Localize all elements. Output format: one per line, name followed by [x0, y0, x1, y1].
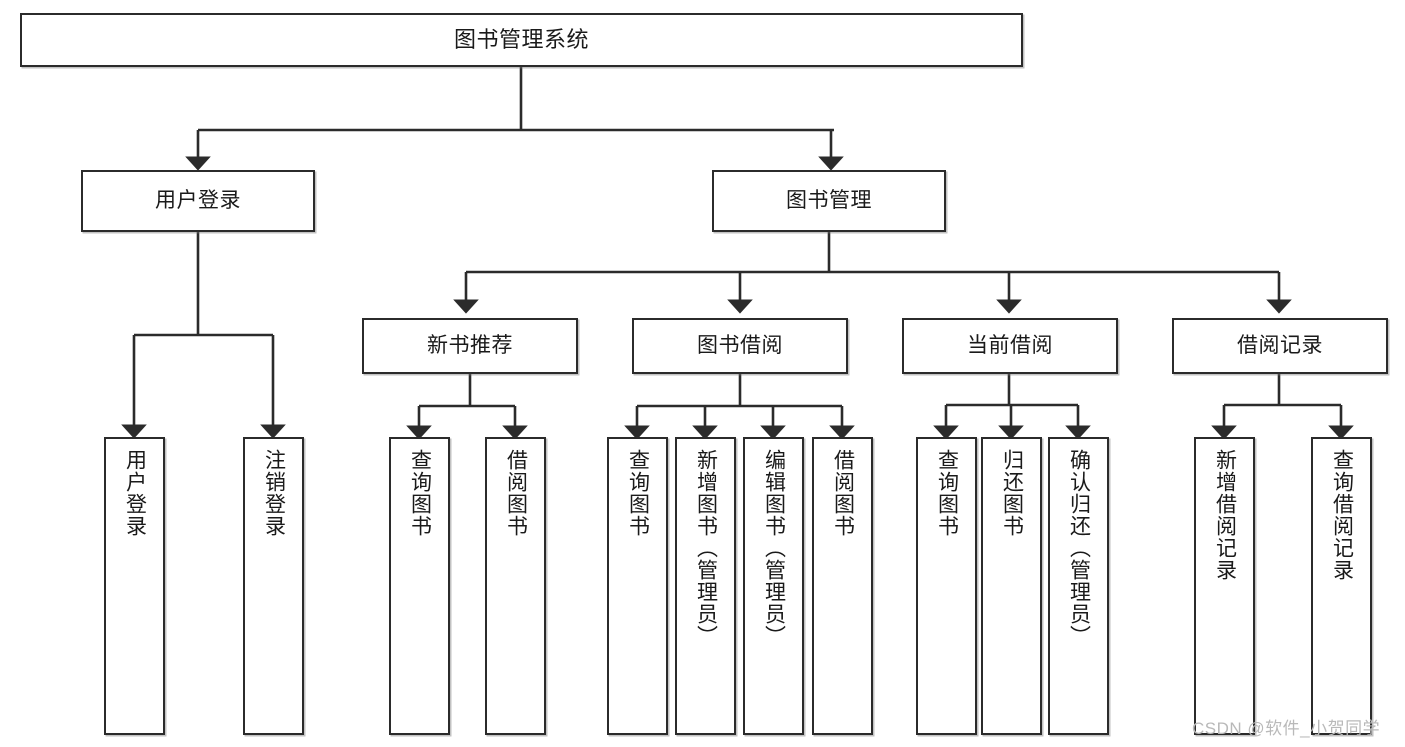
node-label: 新书推荐	[427, 333, 513, 357]
node-label: 图书借阅	[697, 333, 783, 357]
node-label: 查询图书	[408, 449, 432, 537]
leaf-current-query-book[interactable]: 查询图书	[916, 437, 977, 735]
node-book-borrow[interactable]: 图书借阅	[632, 318, 848, 374]
leaf-user-login-login[interactable]: 用户登录	[104, 437, 165, 735]
leaf-current-confirm-return-admin[interactable]: 确认归还（管理员）	[1048, 437, 1109, 735]
node-label: 新增借阅记录	[1213, 449, 1237, 581]
leaf-user-login-logout[interactable]: 注销登录	[243, 437, 304, 735]
node-label: 编辑图书（管理员）	[762, 449, 786, 647]
node-label: 确认归还（管理员）	[1067, 449, 1091, 647]
node-label: 图书管理系统	[453, 27, 589, 53]
node-label: 用户登录	[123, 449, 147, 537]
node-label: 归还图书	[1000, 449, 1024, 537]
node-label: 借阅图书	[504, 449, 528, 537]
node-label: 图书管理	[786, 188, 872, 212]
node-label: 查询借阅记录	[1330, 449, 1354, 581]
node-root-system[interactable]: 图书管理系统	[20, 13, 1023, 67]
leaf-record-query-record[interactable]: 查询借阅记录	[1311, 437, 1372, 735]
leaf-record-add-record[interactable]: 新增借阅记录	[1194, 437, 1255, 735]
node-label: 新增图书（管理员）	[694, 449, 718, 647]
node-label: 用户登录	[155, 188, 241, 212]
node-label: 当前借阅	[967, 333, 1053, 357]
leaf-recommend-query-book[interactable]: 查询图书	[389, 437, 450, 735]
leaf-borrow-borrow-book[interactable]: 借阅图书	[812, 437, 873, 735]
node-label: 查询图书	[626, 449, 650, 537]
node-label: 借阅图书	[831, 449, 855, 537]
leaf-borrow-edit-book-admin[interactable]: 编辑图书（管理员）	[743, 437, 804, 735]
node-current-borrow[interactable]: 当前借阅	[902, 318, 1118, 374]
leaf-current-return-book[interactable]: 归还图书	[981, 437, 1042, 735]
node-label: 查询图书	[935, 449, 959, 537]
node-user-login[interactable]: 用户登录	[81, 170, 315, 232]
node-label: 借阅记录	[1237, 333, 1323, 357]
node-label: 注销登录	[262, 449, 286, 537]
node-new-book-recommend[interactable]: 新书推荐	[362, 318, 578, 374]
csdn-watermark: CSDN @软件_小贺同学	[1192, 719, 1381, 738]
node-book-management[interactable]: 图书管理	[712, 170, 946, 232]
leaf-borrow-query-book[interactable]: 查询图书	[607, 437, 668, 735]
leaf-recommend-borrow-book[interactable]: 借阅图书	[485, 437, 546, 735]
leaf-borrow-add-book-admin[interactable]: 新增图书（管理员）	[675, 437, 736, 735]
node-borrow-record[interactable]: 借阅记录	[1172, 318, 1388, 374]
